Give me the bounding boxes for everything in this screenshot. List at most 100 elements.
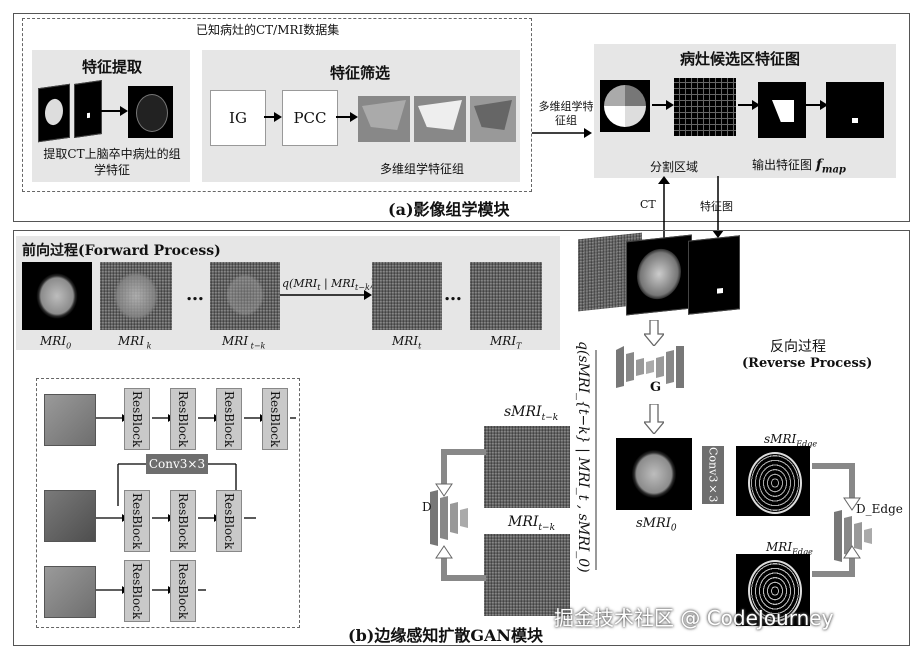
caption-b: (b)边缘感知扩散GAN模块 (348, 626, 544, 645)
q-forward-text: q(MRI (282, 277, 318, 290)
resblock-r3-1-label: ResBlock (130, 562, 144, 620)
q-forward-sub1: t (317, 283, 321, 293)
resblock-r1-1-label: ResBlock (130, 390, 144, 448)
smri0-image (616, 438, 692, 510)
generator-g-shape (616, 346, 684, 388)
dataset-dashed-box (22, 18, 532, 192)
multi-feature-caption: 多维组学特征组 (380, 162, 465, 176)
connector-ct-label: CT (640, 198, 656, 211)
resblock-r2-1: ResBlock (124, 490, 150, 552)
resblock-r3-2-label: ResBlock (176, 562, 190, 620)
mri-label-k: MRI k (118, 334, 151, 350)
smri-tk-label: sMRIt−k (504, 404, 558, 423)
edge-arrows-to-d (812, 463, 861, 577)
arrow-pcc-maps (336, 112, 358, 122)
q-reverse-bracket (595, 350, 597, 570)
feature-map-1 (358, 96, 410, 142)
resblock-r2-3: ResBlock (216, 490, 242, 552)
mri-label-0-sub: 0 (66, 341, 72, 351)
feature-extract-title: 特征提取 (82, 58, 143, 76)
smri-edge-base: sMRI (764, 432, 797, 446)
mri-tk-label: MRIt−k (508, 514, 555, 533)
connector-featmap-label: 特征图 (700, 200, 733, 213)
smri0-base: sMRI (636, 516, 671, 531)
resblock-r1-4-label: ResBlock (268, 390, 282, 448)
smri-tk-base: sMRI (504, 404, 542, 420)
conv-vertical-label: Conv3×3 (706, 447, 720, 503)
mri-label-tk-base: MRI (222, 334, 249, 348)
mri-label-T-sub: T (516, 341, 522, 351)
feature-map-2 (414, 96, 466, 142)
output-caption: 输出特征图 fmap (752, 156, 846, 175)
dataset-label: 已知病灶的CT/MRI数据集 (196, 23, 340, 37)
connector-ct-arrow (658, 176, 670, 238)
caption-a: (a)影像组学模块 (388, 200, 510, 219)
down-arrow-from-g (644, 404, 664, 434)
smri0-label: sMRI0 (636, 516, 677, 534)
arrow-ig-pcc (264, 112, 282, 122)
mri-tk-image (210, 262, 280, 330)
mri-edge-base: MRI (766, 540, 793, 554)
segment-caption: 分割区域 (650, 160, 699, 174)
mri-label-T-base: MRI (490, 334, 517, 348)
mri-0-image (22, 262, 92, 330)
q-forward-label: q(MRIt | MRIt−k) (282, 277, 374, 292)
q-forward-end: ) (370, 277, 374, 290)
resblock-r1-1: ResBlock (124, 388, 150, 450)
d-label: D (422, 500, 432, 514)
resblock-r3-1: ResBlock (124, 560, 150, 622)
ct-slice-image (38, 83, 70, 143)
panel-a (13, 13, 910, 222)
arrow-out-final (806, 100, 828, 110)
panel-b (13, 230, 910, 646)
mri-edge-image (736, 554, 810, 626)
smri-edge-label: sMRIEdge (764, 432, 817, 448)
segment-grid-image (674, 78, 736, 136)
forward-ellipsis-1: … (186, 284, 204, 305)
resblock-r1-3: ResBlock (216, 388, 242, 450)
reverse-ct-input (626, 234, 692, 316)
reverse-featmap-input (688, 235, 740, 315)
smri-edge-image (736, 446, 810, 516)
final-feature-map-image (826, 82, 884, 138)
mri-label-t-base: MRI (392, 334, 419, 348)
mri-edge-sub: Edge (792, 547, 813, 557)
input-cube-3 (44, 566, 96, 618)
forward-arrow (280, 290, 372, 300)
smri-edge-sub: Edge (796, 439, 818, 449)
resblock-r2-1-label: ResBlock (130, 492, 144, 550)
reverse-subtitle: (Reverse Process) (742, 356, 873, 371)
mri-label-0: MRI0 (40, 334, 71, 350)
output-caption-text: 输出特征图 (752, 158, 813, 172)
mri-label-0-base: MRI (40, 334, 67, 348)
input-cube-2 (44, 490, 96, 542)
ig-box: IG (210, 90, 266, 146)
mri-t-image (372, 262, 442, 330)
q-reverse-label: q(sMRI_{t−k} | MRI_t , sMRI_0) (575, 341, 591, 573)
feature-select-title: 特征筛选 (330, 64, 391, 82)
smri-tk-sub: t−k (541, 412, 559, 423)
arrow-to-candidate (532, 128, 592, 138)
down-arrow-to-g (644, 320, 664, 346)
mri-edge-label: MRIEdge (766, 540, 813, 556)
mri-label-T: MRIT (490, 334, 521, 350)
reverse-title: 反向过程 (770, 339, 826, 355)
mri-tk-base: MRI (508, 514, 539, 530)
feature-extract-caption: 提取CT上脑卒中病灶的组学特征 (43, 147, 181, 177)
segment-circle-image (600, 80, 650, 132)
mri-label-k-sub: k (144, 341, 152, 351)
resblock-r1-2-label: ResBlock (176, 390, 190, 448)
mri-T-image (470, 262, 542, 330)
output-mask-image (758, 82, 806, 138)
noise-arrows-to-d (435, 449, 486, 581)
mri-label-t: MRIt (392, 334, 421, 350)
mri-tk-sub: t−k (538, 522, 556, 533)
output-fmap-sub: map (821, 164, 846, 176)
connector-featmap-arrow (712, 176, 724, 238)
conv-vertical-box: Conv3×3 (702, 446, 724, 504)
resblock-r1-4: ResBlock (262, 388, 288, 450)
mri-label-tk-sub: t−k (248, 341, 266, 351)
d-edge-label: D_Edge (856, 502, 903, 516)
d-edge-shape (834, 510, 872, 562)
